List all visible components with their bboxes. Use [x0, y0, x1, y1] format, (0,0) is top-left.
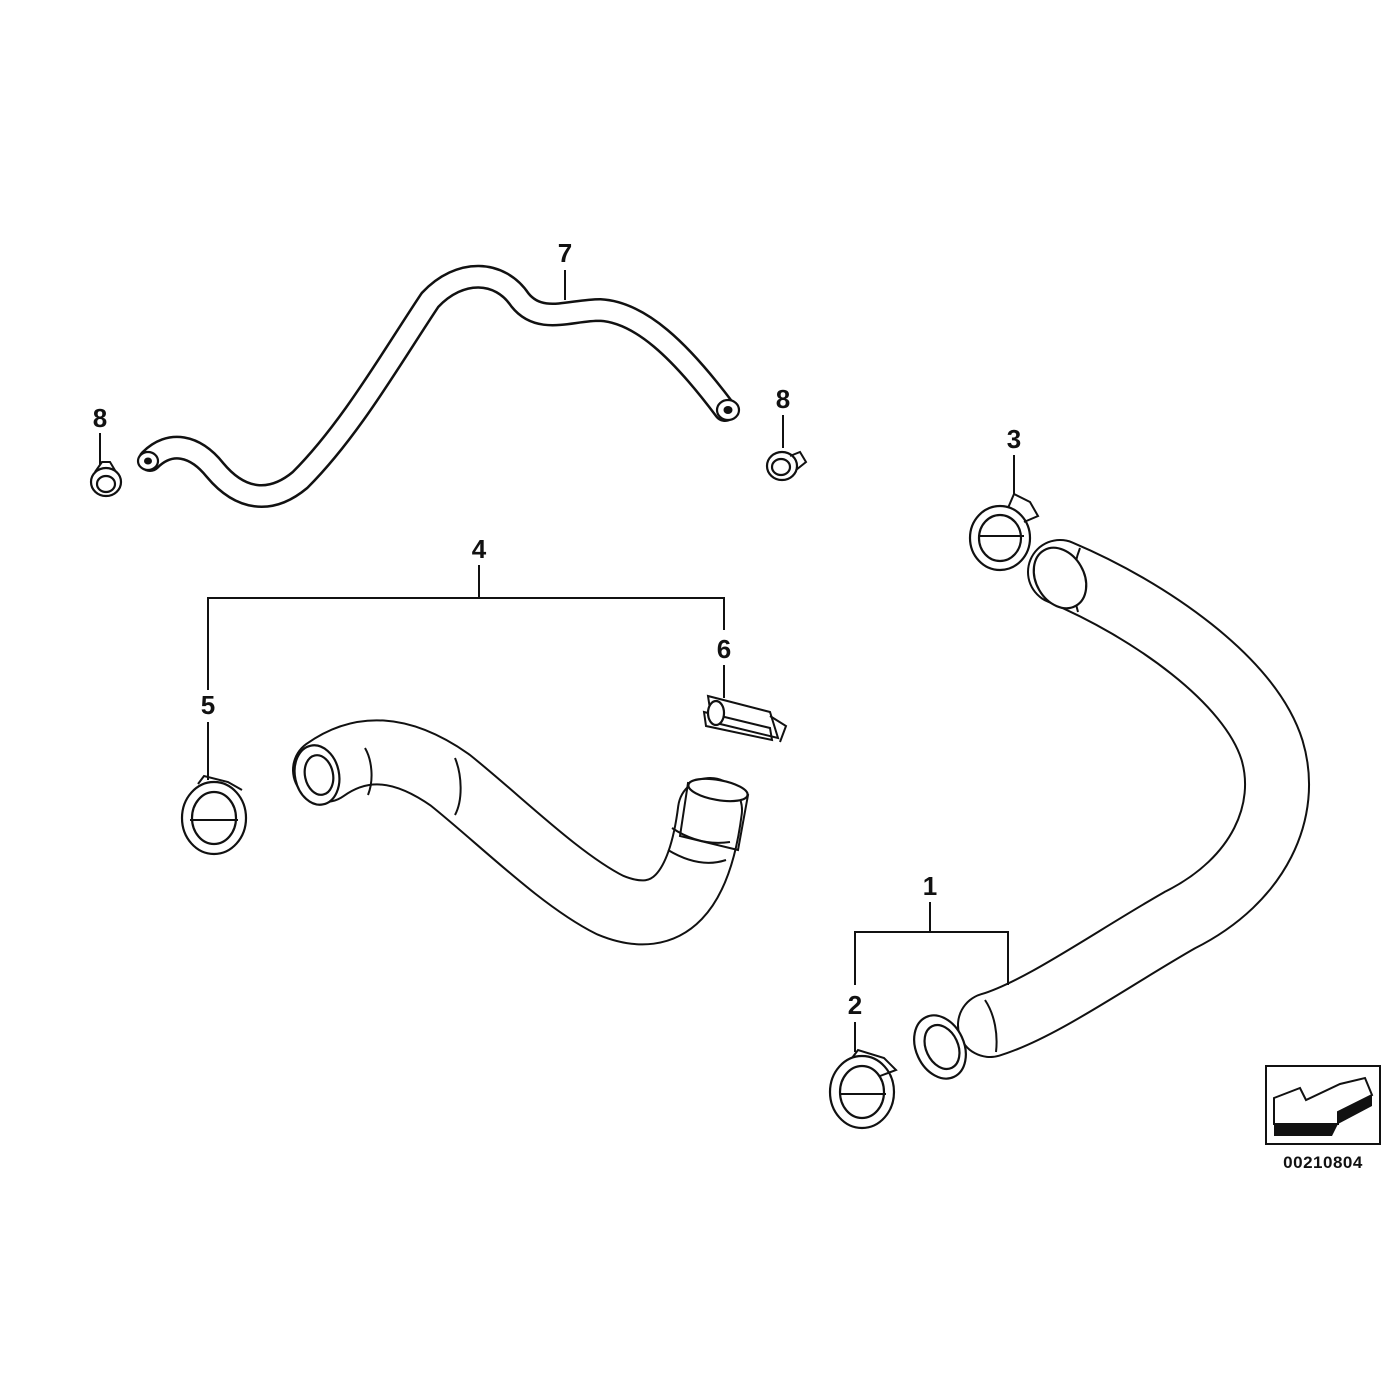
- clamp-8-right[interactable]: [765, 450, 808, 482]
- callout-6: 6: [717, 634, 731, 664]
- callout-5: 5: [201, 690, 215, 720]
- callout-8-right: 8: [776, 384, 790, 414]
- callout-4: 4: [472, 534, 487, 564]
- clamp-8-left[interactable]: [89, 461, 123, 498]
- direction-arrow-icon: [1265, 1065, 1381, 1145]
- callout-1: 1: [923, 871, 937, 901]
- hose-4[interactable]: [289, 719, 750, 946]
- callout-2: 2: [848, 990, 862, 1020]
- hose-1[interactable]: [904, 538, 1311, 1087]
- document-id: 00210804: [1283, 1153, 1363, 1172]
- clamp-2[interactable]: [828, 1048, 898, 1130]
- leader-lines: [99, 270, 1015, 1052]
- clamp-5[interactable]: [180, 774, 248, 856]
- clamp-3[interactable]: [968, 492, 1040, 572]
- callout-8-left: 8: [93, 403, 107, 433]
- clamp-6[interactable]: [702, 694, 788, 743]
- callout-7: 7: [558, 238, 572, 268]
- callout-3: 3: [1007, 424, 1021, 454]
- hose-7[interactable]: [136, 264, 741, 508]
